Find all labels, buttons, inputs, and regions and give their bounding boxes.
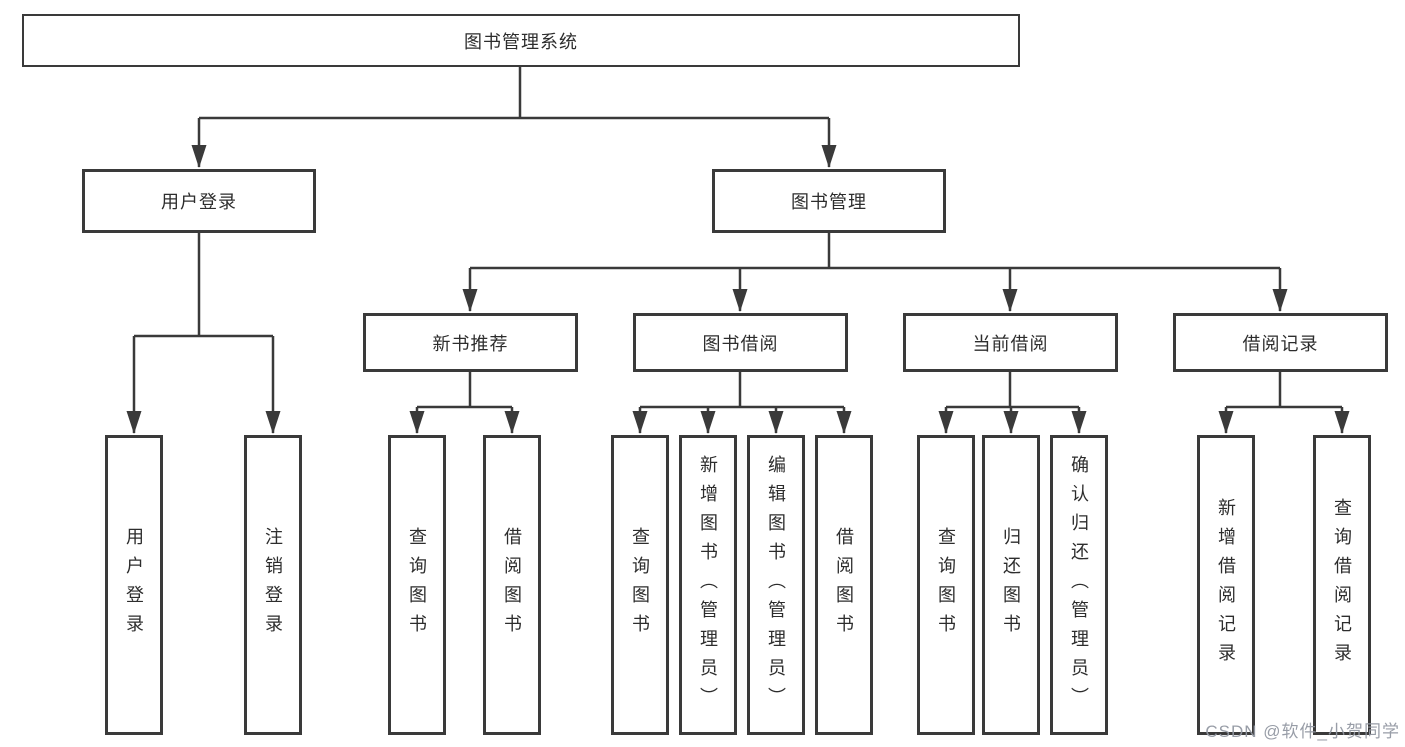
leaf-borrow-book: 借阅图书: [815, 435, 873, 735]
leaf-label: 确认归还（管理员）: [1069, 454, 1089, 716]
node-new-book-recommend: 新书推荐: [363, 313, 578, 372]
node-user-login-branch: 用户登录: [82, 169, 316, 233]
leaf-label: 新增图书（管理员）: [698, 454, 718, 716]
leaf-add-book-admin: 新增图书（管理员）: [679, 435, 737, 735]
node-book-borrow: 图书借阅: [633, 313, 848, 372]
leaf-label: 编辑图书（管理员）: [766, 454, 786, 716]
node-label: 图书管理系统: [464, 31, 578, 52]
leaf-label: 借阅图书: [834, 527, 854, 643]
leaf-logout-login: 注销登录: [244, 435, 302, 735]
node-label: 借阅记录: [1242, 333, 1319, 354]
node-label: 当前借阅: [972, 333, 1049, 354]
leaf-label: 查询图书: [630, 527, 650, 643]
node-label: 新书推荐: [432, 333, 509, 354]
leaf-label: 查询图书: [936, 527, 956, 643]
leaf-label: 借阅图书: [502, 527, 522, 643]
leaf-label: 查询借阅记录: [1332, 498, 1352, 672]
node-book-management: 图书管理: [712, 169, 946, 233]
node-library-system: 图书管理系统: [22, 14, 1020, 67]
leaf-confirm-return-admin: 确认归还（管理员）: [1050, 435, 1108, 735]
leaf-return-book: 归还图书: [982, 435, 1040, 735]
leaf-query-borrow-record: 查询借阅记录: [1313, 435, 1371, 735]
leaf-label: 新增借阅记录: [1216, 498, 1236, 672]
leaf-edit-book-admin: 编辑图书（管理员）: [747, 435, 805, 735]
leaf-label: 用户登录: [124, 527, 144, 643]
leaf-label: 注销登录: [263, 527, 283, 643]
node-label: 图书管理: [791, 192, 867, 212]
node-borrow-record: 借阅记录: [1173, 313, 1388, 372]
node-label: 用户登录: [161, 192, 237, 212]
leaf-query-book-current: 查询图书: [917, 435, 975, 735]
leaf-borrow-book-recommend: 借阅图书: [483, 435, 541, 735]
leaf-query-book-borrow: 查询图书: [611, 435, 669, 735]
leaf-label: 归还图书: [1001, 527, 1021, 643]
leaf-label: 查询图书: [407, 527, 427, 643]
leaf-user-login: 用户登录: [105, 435, 163, 735]
leaf-add-borrow-record: 新增借阅记录: [1197, 435, 1255, 735]
node-label: 图书借阅: [702, 333, 779, 354]
node-current-borrow: 当前借阅: [903, 313, 1118, 372]
leaf-query-book-recommend: 查询图书: [388, 435, 446, 735]
csdn-watermark: CSDN @软件_小贺同学: [1205, 722, 1400, 741]
